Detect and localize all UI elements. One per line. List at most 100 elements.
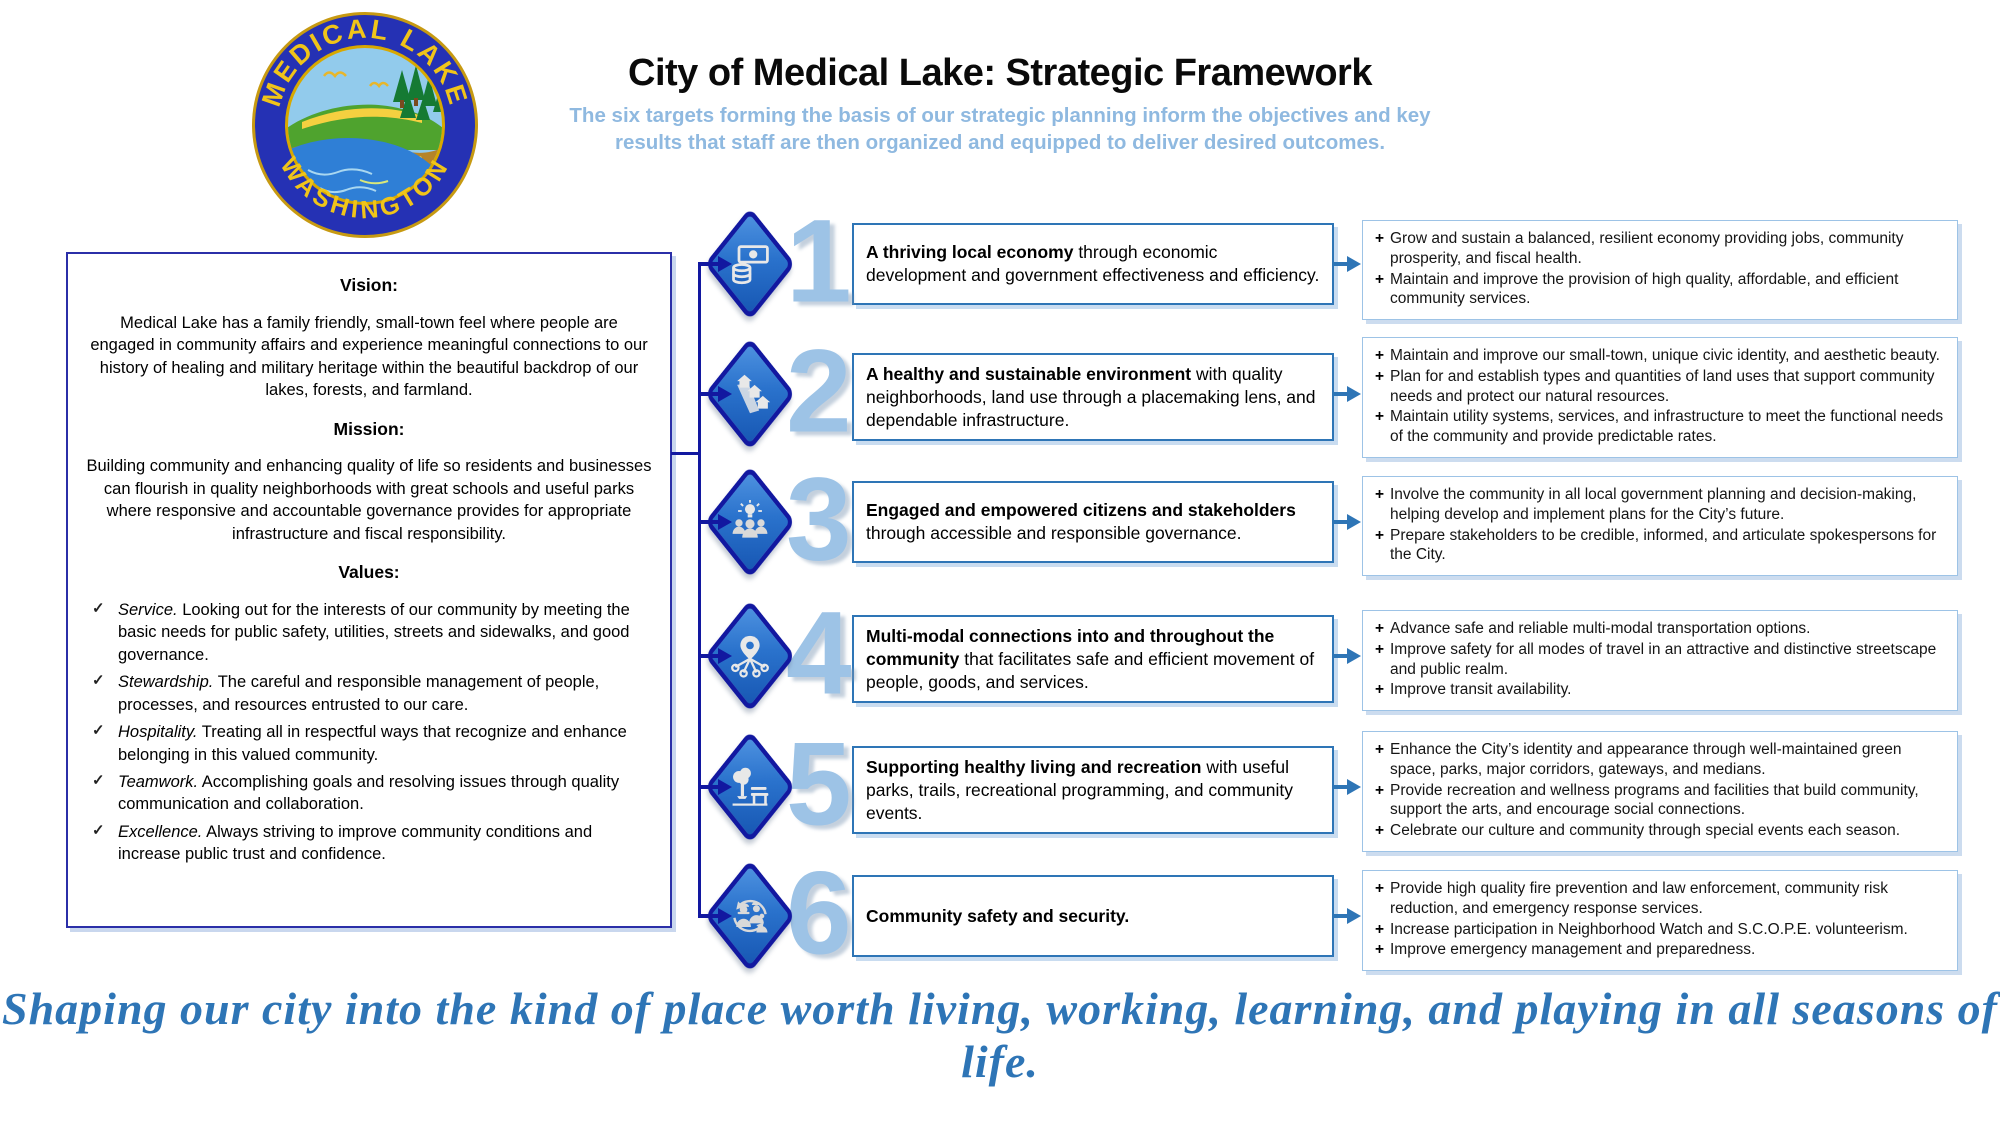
- target-2-statement-bold: A healthy and sustainable environment: [866, 364, 1192, 384]
- recreation-icon: [732, 767, 769, 806]
- objective-item: Maintain and improve the provision of hi…: [1375, 270, 1947, 310]
- mission-heading: Mission:: [333, 418, 405, 439]
- target-1-objectives: Grow and sustain a balanced, resilient e…: [1362, 220, 1958, 321]
- flow-arrow-2: [1332, 386, 1362, 402]
- target-4-objectives: Advance safe and reliable multi-modal tr…: [1362, 610, 1958, 712]
- target-4-diamond-unit: 4: [704, 587, 870, 720]
- target-2-diamond-unit: 2: [704, 325, 870, 458]
- objective-item: Improve transit availability.: [1375, 680, 1947, 700]
- target-5-statement-rest: with useful parks, trails, recreational …: [866, 757, 1293, 823]
- target-1-number: 1: [786, 195, 852, 328]
- target-1-statement-bold: A thriving local economy: [866, 242, 1074, 263]
- footer-tagline: Shaping our city into the kind of place …: [2, 983, 1998, 1087]
- target-5-objectives: Enhance the City’s identity and appearan…: [1362, 731, 1958, 853]
- objective-item: Plan for and establish types and quantit…: [1375, 367, 1947, 407]
- target-1-statement-rest: through economic development and governm…: [866, 242, 1320, 285]
- objective-item: Improve safety for all modes of travel i…: [1375, 640, 1947, 680]
- value-term: Hospitality.: [118, 723, 198, 742]
- objective-item: Prepare stakeholders to be credible, inf…: [1375, 526, 1947, 566]
- value-term: Excellence.: [118, 822, 203, 841]
- vision-heading: Vision:: [339, 275, 399, 295]
- values-heading: Values:: [338, 562, 400, 583]
- value-text: Accomplishing goals and resolving issues…: [118, 772, 620, 814]
- objective-item: Celebrate our culture and community thro…: [1375, 821, 1947, 841]
- economy-icon: [732, 245, 769, 285]
- subtitle-line-1: The six targets forming the basis of our…: [569, 104, 1431, 127]
- target-4-statement-rest: that facilitates safe and efficient move…: [866, 648, 1315, 692]
- target-3-statement-rest: through accessible and responsible gover…: [866, 523, 1242, 543]
- connector-arrow-3: [698, 514, 744, 530]
- target-2-statement: A healthy and sustainable environment wi…: [852, 353, 1334, 442]
- safety-icon: [733, 899, 768, 933]
- target-2-objectives: Maintain and improve our small-town, uni…: [1362, 337, 1958, 459]
- target-1-statement: A thriving local economy through economi…: [852, 223, 1334, 305]
- target-1-diamond-unit: 1: [704, 195, 870, 328]
- checkmark-icon: ✓: [92, 821, 105, 839]
- target-4-number: 4: [786, 587, 852, 720]
- value-item: ✓ Teamwork. Accomplishing goals and resol…: [86, 771, 652, 816]
- target-6-diamond-unit: 6: [704, 847, 870, 980]
- target-4-statement-bold: Multi-modal connections into and through…: [866, 626, 1275, 669]
- connector-arrow-5: [698, 779, 744, 795]
- checkmark-icon: ✓: [92, 722, 105, 740]
- mission-text: Building community and enhancing quality…: [86, 457, 652, 543]
- target-3-diamond-unit: 3: [704, 453, 870, 586]
- objective-item: Advance safe and reliable multi-modal tr…: [1375, 619, 1947, 639]
- target-3-number: 3: [786, 453, 852, 586]
- subtitle-line-2: results that staff are then organized an…: [614, 131, 1386, 155]
- target-2-number: 2: [786, 325, 852, 458]
- target-4-statement: Multi-modal connections into and through…: [852, 615, 1334, 704]
- connector-arrow-1: [698, 256, 744, 272]
- target-5-statement: Supporting healthy living and recreation…: [852, 746, 1334, 835]
- page-subtitle: The six targets forming the basis of our…: [500, 102, 1500, 156]
- value-item: ✓Service. Looking out for the interests …: [86, 599, 652, 666]
- city-seal-logo: MEDICAL LAKE WASHINGTON: [252, 12, 478, 238]
- objective-item: Increase participation in Neighborhood W…: [1375, 920, 1947, 940]
- connector-box-stub: [671, 452, 698, 455]
- target-6-statement: Community safety and security.: [852, 875, 1334, 957]
- objective-item: Involve the community in all local gover…: [1375, 485, 1947, 525]
- value-text: The careful and responsible management o…: [118, 673, 600, 714]
- target-3-statement-bold: Engaged and empowered citizens and stake…: [866, 500, 1296, 521]
- target-6-statement-bold: Community safety and security.: [866, 905, 1130, 926]
- value-term: Teamwork.: [118, 772, 199, 791]
- objective-item: Maintain utility systems, services, and …: [1375, 407, 1947, 447]
- target-5-number: 5: [786, 718, 852, 851]
- objective-item: Enhance the City’s identity and appearan…: [1375, 740, 1947, 780]
- vision-text: Medical Lake has a family friendly, smal…: [90, 313, 648, 400]
- value-term: Stewardship.: [118, 673, 214, 692]
- checkmark-icon: ✓: [92, 771, 105, 789]
- target-3-statement: Engaged and empowered citizens and stake…: [852, 481, 1334, 563]
- flow-arrow-4: [1332, 648, 1362, 664]
- objective-item: Provide high quality fire prevention and…: [1375, 879, 1947, 919]
- value-item: ✓ Stewardship. The careful and responsibl…: [86, 671, 652, 716]
- vision-mission-values-box: Vision: Medical Lake has a family friend…: [66, 252, 672, 928]
- target-2-statement-rest: with quality neighborhoods, land use thr…: [866, 364, 1316, 430]
- checkmark-icon: ✓: [92, 672, 105, 690]
- target-3-objectives: Involve the community in all local gover…: [1362, 476, 1958, 577]
- page-title: City of Medical Lake: Strategic Framewor…: [628, 52, 1372, 94]
- value-item: ✓ Hospitality. Treating all in respectful…: [86, 721, 652, 766]
- objective-item: Grow and sustain a balanced, resilient e…: [1375, 229, 1947, 269]
- connector-arrow-2: [698, 386, 744, 402]
- target-6-number: 6: [786, 847, 852, 980]
- objective-item: Improve emergency management and prepare…: [1375, 940, 1947, 960]
- values-list: ✓Service. Looking out for the interests …: [86, 599, 652, 866]
- connections-icon: [731, 635, 769, 678]
- flow-arrow-1: [1332, 256, 1362, 272]
- value-text: Looking out for the interests of our com…: [118, 600, 630, 664]
- target-5-statement-bold: Supporting healthy living and recreation: [866, 757, 1202, 777]
- checkmark-icon: ✓: [92, 599, 105, 617]
- objective-item: Maintain and improve our small-town, uni…: [1375, 346, 1947, 366]
- target-5-diamond-unit: 5: [704, 718, 870, 851]
- flow-arrow-6: [1332, 908, 1362, 924]
- value-text: Always striving to improve community con…: [118, 822, 593, 864]
- connector-trunk-line: [698, 264, 701, 916]
- citizens-icon: [732, 500, 768, 538]
- flow-arrow-3: [1332, 514, 1362, 530]
- flow-arrow-5: [1332, 779, 1362, 795]
- value-text: Treating all in respectful ways that rec…: [118, 723, 627, 764]
- connector-arrow-6: [698, 908, 744, 924]
- value-item: ✓ Excellence. Always striving to improve …: [86, 821, 652, 866]
